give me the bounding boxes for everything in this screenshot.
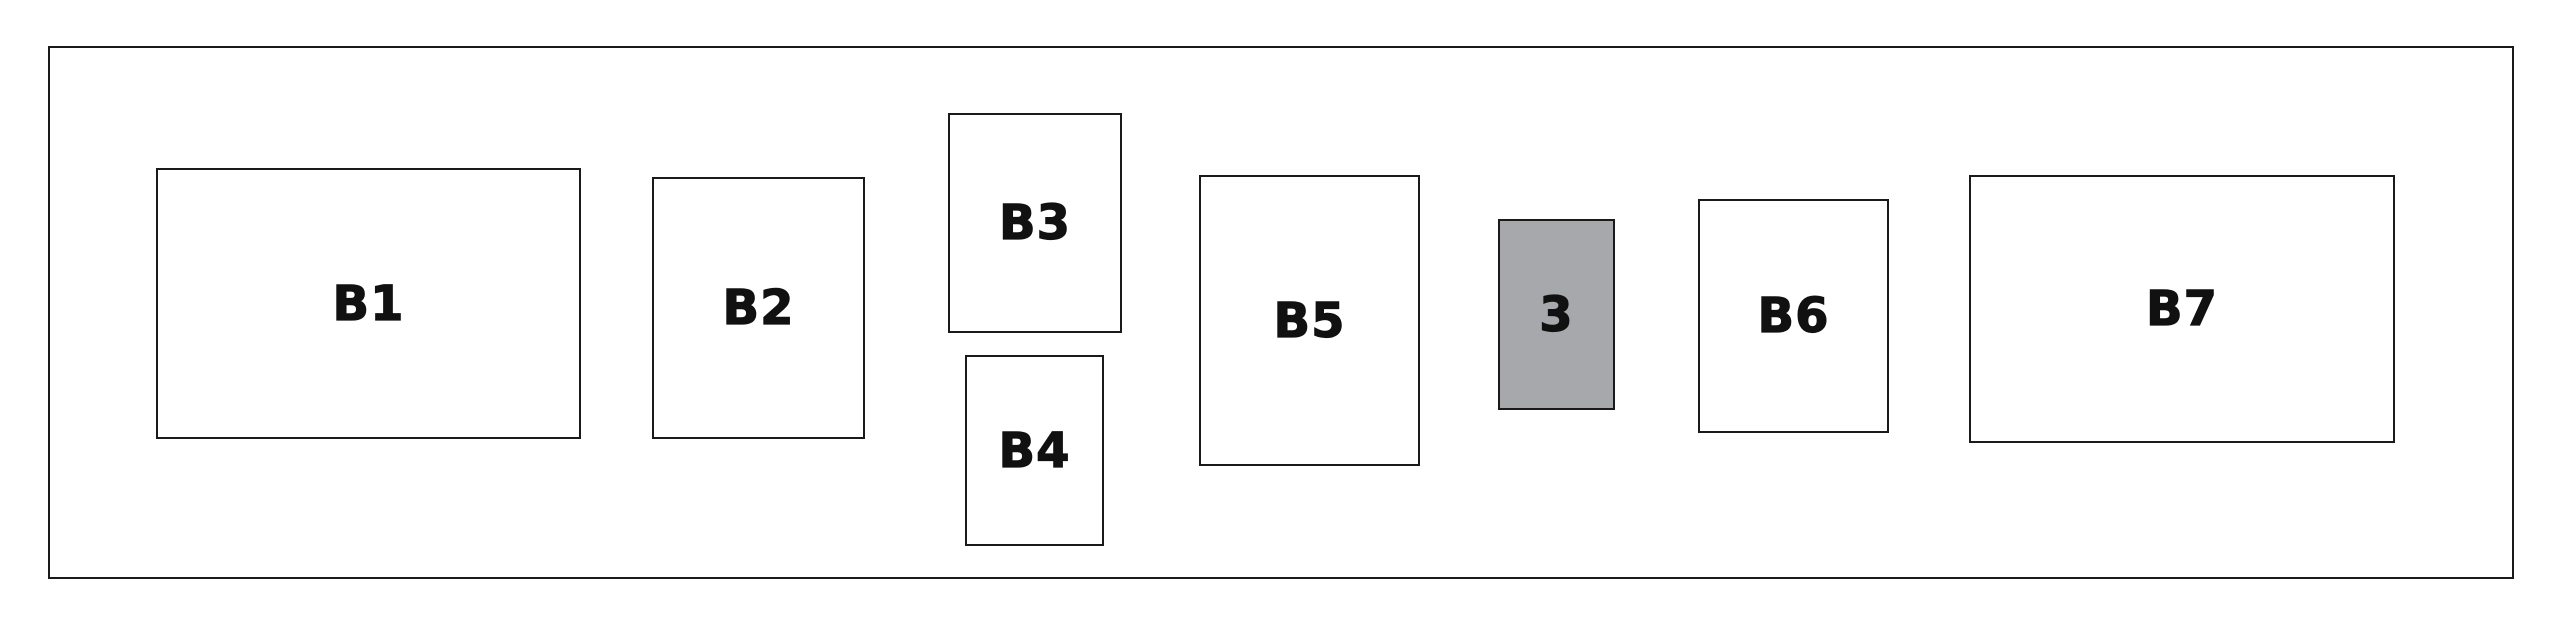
box-3-shaded: 3 bbox=[1498, 219, 1615, 410]
box-b2-label: B2 bbox=[722, 279, 795, 336]
box-b4-label: B4 bbox=[998, 422, 1071, 479]
box-b3: B3 bbox=[948, 113, 1122, 333]
box-b6-label: B6 bbox=[1757, 287, 1830, 344]
box-b5-label: B5 bbox=[1273, 292, 1346, 349]
box-b4: B4 bbox=[965, 355, 1104, 546]
box-b3-label: B3 bbox=[998, 194, 1071, 251]
box-b1-label: B1 bbox=[332, 275, 405, 332]
box-b6: B6 bbox=[1698, 199, 1889, 433]
box-b7-label: B7 bbox=[2145, 280, 2218, 337]
box-b1: B1 bbox=[156, 168, 581, 439]
box-b2: B2 bbox=[652, 177, 865, 439]
box-b7: B7 bbox=[1969, 175, 2395, 443]
box-b5: B5 bbox=[1199, 175, 1420, 466]
box-3-label: 3 bbox=[1539, 286, 1574, 343]
